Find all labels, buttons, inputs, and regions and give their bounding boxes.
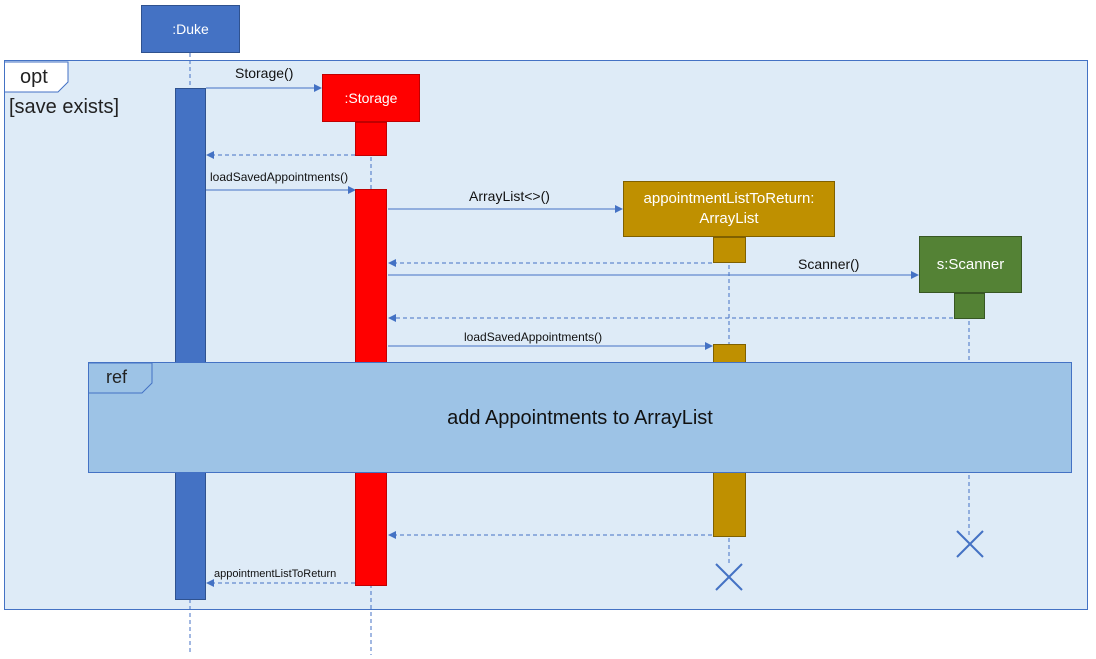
opt-guard: [save exists] [9,96,120,118]
ref-operator-label: ref [106,367,128,387]
opt-operator-label: opt [20,66,48,88]
storage-ctor-label: Storage() [235,65,294,81]
duke-label: :Duke [172,21,209,37]
load-call-label: loadSavedAppointments() [210,170,349,184]
arraylist-lifeline-head: appointmentListToReturn: ArrayList [623,181,835,237]
scanner-activation [954,293,985,319]
arraylist-label-line2: ArrayList [699,210,759,227]
scanner-lifeline-head: s:Scanner [919,236,1022,293]
ref-frame [88,362,1072,473]
return-list-label: appointmentListToReturn [214,568,337,580]
arraylist-ctor-activation [713,237,746,263]
ref-description: add Appointments to ArrayList [447,407,713,429]
arraylist-label-line1: appointmentListToReturn: [643,190,815,207]
scanner-ctor-label: Scanner() [798,256,860,272]
duke-activation [175,88,206,600]
duke-lifeline-head: :Duke [141,5,240,53]
arraylist-destroy-mark [715,563,743,591]
scanner-label: s:Scanner [936,255,1005,273]
opt-tab-shape [5,61,69,93]
storage-ctor-activation [355,122,387,156]
storage-lifeline-head: :Storage [322,74,420,122]
arraylist-ctor-label: ArrayList<>() [469,188,550,204]
storage-label: :Storage [344,90,398,106]
scanner-destroy-mark [956,530,984,558]
load-inner-label: loadSavedAppointments() [464,330,603,344]
